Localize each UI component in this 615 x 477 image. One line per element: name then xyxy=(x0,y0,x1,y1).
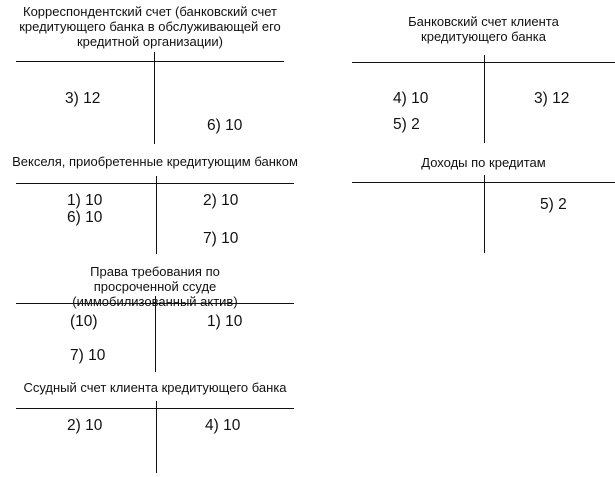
t-account-horizontal-line xyxy=(16,61,284,62)
credit-entry: 6) 10 xyxy=(207,117,243,134)
account-title: Ссудный счет клиента кредитующего банка xyxy=(23,380,287,395)
t-account-horizontal-line xyxy=(352,62,615,63)
t-account-horizontal-line xyxy=(352,182,615,183)
debit-entry: 7) 10 xyxy=(70,347,106,364)
account-title: Доходы по кредитам xyxy=(421,155,546,170)
credit-entry: 7) 10 xyxy=(203,230,239,247)
credit-entry: 1) 10 xyxy=(207,313,243,330)
debit-entry: 5) 2 xyxy=(393,116,420,133)
t-account-vertical-line xyxy=(155,296,156,372)
account-bills: Векселя, приобретенные кредитующим банко… xyxy=(0,150,310,255)
debit-entry: (10) xyxy=(70,313,98,330)
credit-entry: 3) 12 xyxy=(534,90,570,107)
debit-entry: 1) 10 xyxy=(67,192,103,209)
account-client-bank: Банковский счет клиента кредитующего бан… xyxy=(352,0,615,145)
debit-entry: 6) 10 xyxy=(67,209,103,226)
account-title: Векселя, приобретенные кредитующим банко… xyxy=(12,154,298,169)
t-account-vertical-line xyxy=(154,52,155,144)
t-account-vertical-line xyxy=(156,401,157,473)
debit-entry: 3) 12 xyxy=(65,90,101,107)
t-account-vertical-line xyxy=(484,175,485,253)
account-loan-income: Доходы по кредитам 5) 2 xyxy=(352,150,615,255)
account-overdue-claims: Права требования по просроченной ссуде (… xyxy=(0,260,310,372)
debit-entry: 2) 10 xyxy=(67,417,103,434)
account-loan: Ссудный счет клиента кредитующего банка … xyxy=(0,376,310,477)
account-correspondent: Корреспондентский счет (банковский счет … xyxy=(0,0,300,145)
credit-entry: 2) 10 xyxy=(203,192,239,209)
credit-entry: 5) 2 xyxy=(540,196,567,213)
account-title: Банковский счет клиента кредитующего бан… xyxy=(408,14,559,44)
credit-entry: 4) 10 xyxy=(205,417,241,434)
t-account-horizontal-line xyxy=(16,183,294,184)
t-account-vertical-line xyxy=(156,176,157,254)
t-account-vertical-line xyxy=(484,55,485,143)
account-title: Права требования по просроченной ссуде (… xyxy=(72,264,238,309)
account-title: Корреспондентский счет (банковский счет … xyxy=(19,4,281,49)
t-account-horizontal-line xyxy=(16,408,294,409)
debit-entry: 4) 10 xyxy=(393,90,429,107)
